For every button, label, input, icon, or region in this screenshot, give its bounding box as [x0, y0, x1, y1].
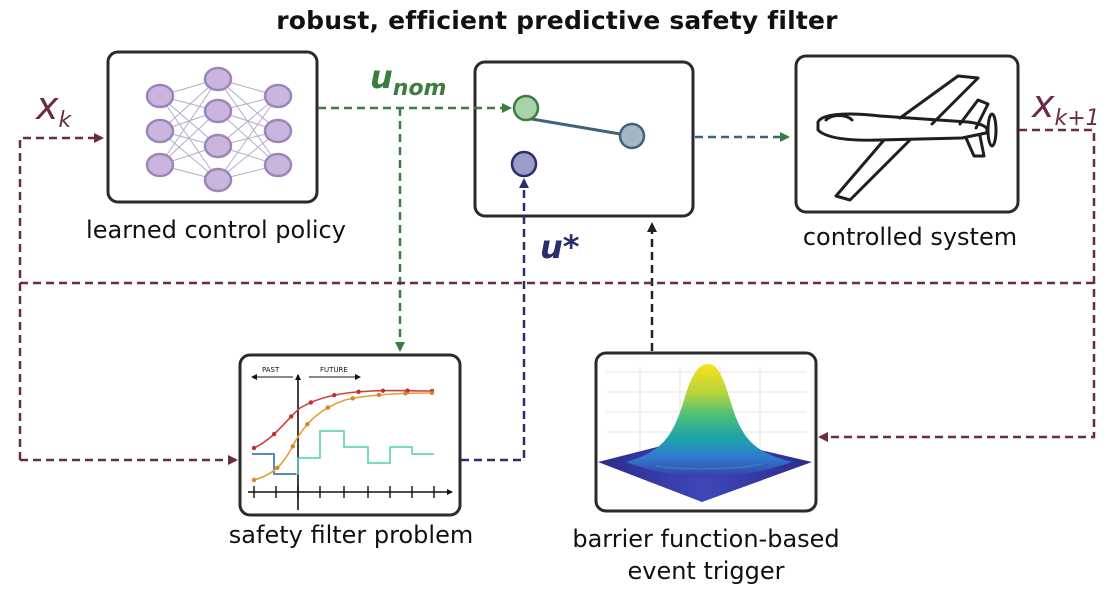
drone-icon	[816, 74, 998, 202]
diagram-title: robust, efficient predictive safety filt…	[276, 6, 838, 35]
filter-caption: safety filter problem	[228, 521, 474, 549]
trajectory-point	[350, 396, 355, 401]
nn-edge	[159, 78, 219, 166]
trajectory-point	[275, 465, 280, 470]
nn-edge	[217, 78, 279, 166]
nn-neuron	[263, 152, 293, 178]
trajectory-point	[403, 391, 408, 396]
future-label: FUTURE	[320, 366, 348, 374]
nn-neuron	[263, 83, 293, 109]
trajectory-point	[271, 431, 277, 437]
nn-neuron	[203, 66, 233, 92]
trajectory-point	[356, 389, 361, 394]
u-safe-node	[618, 122, 646, 150]
trajectory-point	[251, 445, 257, 451]
mpc-plot-icon	[248, 374, 453, 510]
u-star-arrow	[461, 178, 529, 462]
trajectory-point	[251, 477, 257, 483]
nn-neuron	[145, 118, 175, 144]
x-k-label: xk	[36, 84, 72, 133]
nn-neuron	[203, 167, 233, 193]
input-nodes-icon	[510, 94, 646, 178]
nn-neuron	[203, 133, 233, 159]
trajectory-point	[308, 400, 314, 405]
trigger-caption-line1: barrier function-based	[572, 525, 840, 553]
neural-network-icon	[145, 66, 293, 193]
trajectory-point	[325, 405, 331, 410]
u-star-label: u*	[540, 228, 580, 266]
nn-neuron	[145, 83, 175, 109]
nn-neuron	[263, 118, 293, 144]
past-label: PAST	[262, 366, 280, 374]
trajectory-point	[290, 444, 295, 449]
x-k-plus-1-label: xk+1	[1032, 82, 1100, 131]
trajectory-point	[288, 414, 294, 419]
nn-neuron	[145, 152, 175, 178]
filter-output-block	[473, 60, 695, 218]
x-k-to-policy-arrow	[18, 133, 104, 460]
system-caption: controlled system	[802, 223, 1018, 251]
nn-neuron	[203, 98, 233, 124]
u-nom-node	[512, 94, 540, 122]
trajectory-point	[305, 422, 310, 427]
policy-caption: learned control policy	[86, 216, 346, 244]
u-nom-label: unom	[370, 58, 447, 101]
trigger-caption-line2: event trigger	[627, 557, 785, 585]
trajectory-point	[429, 390, 435, 396]
u-star-node	[510, 150, 538, 178]
trajectory-point	[376, 392, 382, 398]
nn-edge	[217, 95, 279, 181]
barrier-function-plot	[598, 364, 812, 502]
trajectory-point	[380, 388, 386, 393]
trajectory-point	[332, 392, 337, 398]
